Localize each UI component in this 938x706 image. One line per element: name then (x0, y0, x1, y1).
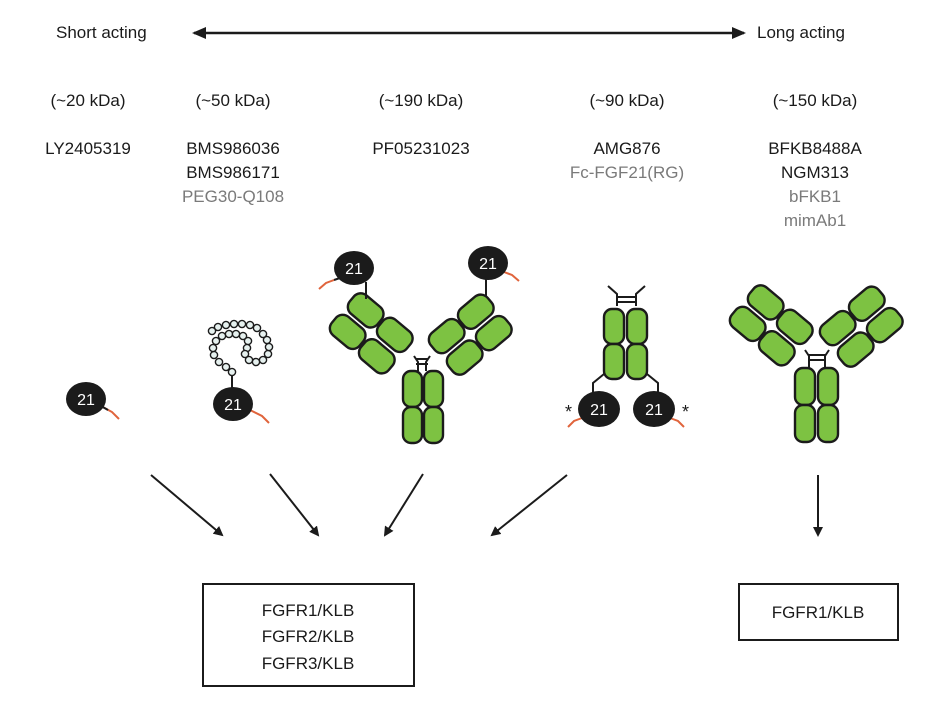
binding-arrow (269, 473, 320, 537)
peg-bead (224, 329, 234, 339)
compound-name-secondary: bFKB1 (789, 187, 841, 206)
peg-bead (221, 362, 231, 372)
mass-label-col5: (~150 kDa) (773, 91, 858, 110)
long-acting-label: Long acting (757, 23, 845, 42)
peg-bead (258, 355, 268, 365)
peg-bead (244, 355, 254, 365)
peg-bead (258, 329, 268, 339)
peg-bead (243, 336, 253, 346)
svg-text:21: 21 (77, 392, 95, 409)
mass-label-col3: (~190 kDa) (379, 91, 464, 110)
antibody-fgf21-conjugate: 21 21 (318, 246, 520, 445)
peg-bead (207, 326, 217, 336)
peg-bead (237, 319, 247, 329)
short-acting-label: Short acting (56, 23, 147, 42)
compound-name-secondary: PEG30-Q108 (182, 187, 284, 206)
peg-bead (245, 320, 255, 330)
peg-bead (252, 323, 262, 333)
mass-label-col2: (~50 kDa) (195, 91, 270, 110)
compound-name: BMS986036 (186, 139, 280, 158)
peg-bead (211, 336, 221, 346)
compound-name: BMS986171 (186, 163, 280, 182)
mutation-asterisk: * (682, 402, 689, 422)
peg-bead (214, 357, 224, 367)
compound-name: LY2405319 (45, 139, 131, 158)
svg-text:21: 21 (590, 402, 608, 419)
receptor-box-right: FGFR1/KLB (738, 583, 899, 641)
compound-name: BFKB8488A (768, 139, 862, 158)
peg-bead (251, 357, 261, 367)
peg-bead (262, 335, 272, 345)
peg-bead (217, 331, 227, 341)
compound-name-secondary: mimAb1 (784, 211, 846, 230)
binding-arrow (383, 473, 424, 537)
receptor-label: FGFR2/KLB (262, 627, 355, 646)
fgf21-molecule: 21 (66, 382, 120, 420)
compound-name: AMG876 (593, 139, 660, 158)
peg-bead (221, 320, 231, 330)
svg-text:21: 21 (645, 402, 663, 419)
peg-bead (213, 322, 223, 332)
peg-chain (207, 319, 274, 377)
receptor-label: FGFR1/KLB (772, 603, 865, 622)
peg-bead (240, 349, 250, 359)
compound-name: PF05231023 (372, 139, 469, 158)
svg-text:21: 21 (479, 256, 497, 273)
compound-name: NGM313 (781, 163, 849, 182)
peg-bead (264, 342, 274, 352)
agonist-antibody (728, 284, 904, 444)
pegylated-fgf21: 21 (207, 319, 274, 424)
receptor-label: FGFR1/KLB (262, 601, 355, 620)
peg-bead (263, 349, 273, 359)
receptor-box-left: FGFR1/KLB FGFR2/KLB FGFR3/KLB (202, 583, 415, 687)
binding-arrow (150, 474, 224, 537)
mass-label-col1: (~20 kDa) (50, 91, 125, 110)
svg-text:21: 21 (345, 261, 363, 278)
peg-bead (229, 319, 239, 329)
compound-name-secondary: Fc-FGF21(RG) (570, 163, 684, 182)
peg-bead (209, 350, 219, 360)
peg-bead (231, 329, 241, 339)
fc-fgf21-fusion: 21 * 21 * (565, 285, 689, 428)
binding-arrow (490, 474, 568, 537)
peg-bead (238, 331, 248, 341)
svg-text:21: 21 (224, 397, 242, 414)
mass-label-col4: (~90 kDa) (589, 91, 664, 110)
mutation-asterisk: * (565, 402, 572, 422)
receptor-label: FGFR3/KLB (262, 654, 355, 673)
peg-bead (208, 343, 218, 353)
